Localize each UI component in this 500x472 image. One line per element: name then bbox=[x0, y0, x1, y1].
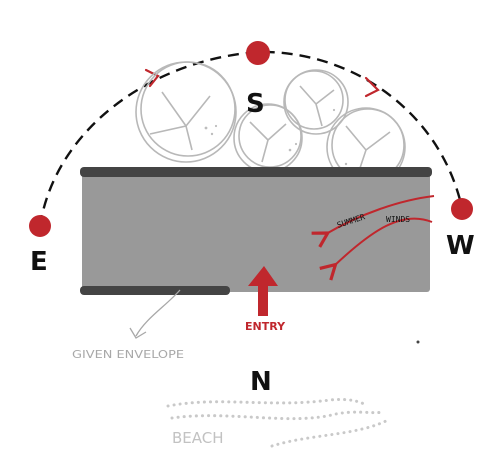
summer-winds-label-2: WINDS bbox=[386, 215, 410, 224]
stray-dot bbox=[416, 340, 420, 344]
sun-dot-west bbox=[451, 198, 473, 220]
entry-label: ENTRY bbox=[245, 320, 286, 333]
sun-path-arrow-left bbox=[144, 68, 160, 88]
compass-west-label: W bbox=[446, 231, 475, 261]
envelope-top-edge bbox=[80, 167, 432, 177]
beach-waves bbox=[166, 398, 390, 448]
compass-south-label: S bbox=[246, 89, 265, 119]
compass-east-label: E bbox=[30, 247, 48, 277]
sun-dot-east bbox=[29, 215, 51, 237]
entry-arrow bbox=[248, 266, 278, 316]
given-envelope-label: GIVEN ENVELOPE bbox=[72, 348, 184, 361]
summer-wind-arrow-upper bbox=[326, 195, 435, 234]
summer-wind-arrow-lower bbox=[334, 217, 433, 266]
beach-label: BEACH bbox=[172, 429, 224, 447]
envelope-leader-line bbox=[135, 289, 181, 337]
envelope-bottom-edge bbox=[80, 286, 230, 295]
compass-north-label: N bbox=[250, 367, 272, 397]
building-envelope bbox=[82, 172, 430, 292]
sun-path-arrow-right bbox=[364, 76, 380, 98]
envelope-leader-arrowhead bbox=[129, 327, 147, 339]
sun-path-arc bbox=[38, 50, 464, 227]
sun-dot-south bbox=[246, 41, 270, 65]
